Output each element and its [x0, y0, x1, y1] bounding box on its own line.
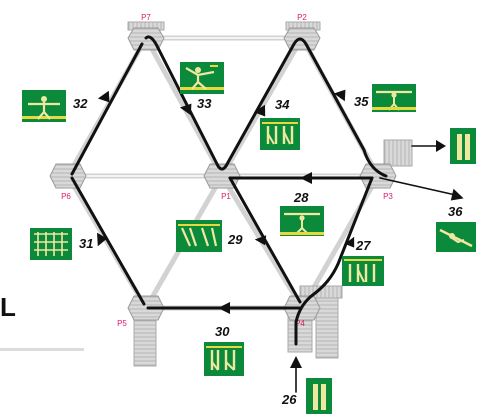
arrowhead-31	[97, 232, 108, 247]
arrowhead-27	[344, 236, 355, 248]
step-number-31: 31	[79, 236, 93, 251]
divider-rule	[0, 348, 84, 351]
step-number-29: 29	[227, 232, 243, 247]
step-number-33: 33	[197, 96, 212, 111]
arrowhead-35	[333, 89, 346, 102]
ladder-P3	[383, 139, 413, 167]
slide-down-sign	[436, 222, 476, 252]
route-segment-33	[144, 35, 228, 171]
route-arrowheads	[97, 89, 464, 368]
arrowhead-30	[218, 302, 230, 314]
node-label-p3: P3	[383, 192, 393, 201]
step-number-34: 34	[275, 97, 290, 112]
arrowhead-33	[179, 103, 192, 116]
node-label-p2: P2	[297, 13, 307, 22]
route-path	[70, 35, 461, 393]
doorway-sign-26	[306, 378, 332, 414]
arms-up-balance-sign	[180, 62, 224, 94]
section-letter: L	[0, 292, 16, 322]
arrowhead-29	[254, 235, 267, 246]
step-number-26: 26	[281, 392, 297, 407]
beam-highlight	[68, 37, 378, 177]
arrowhead-ladder	[436, 140, 446, 152]
step-number-30: 30	[215, 324, 230, 339]
step-number-28: 28	[293, 190, 309, 205]
platform-P6	[49, 163, 87, 189]
step-number-27: 27	[355, 238, 371, 253]
step-number-32: 32	[73, 96, 88, 111]
arrowhead-36	[450, 188, 464, 201]
sidewalk-balance-sign-28	[280, 206, 324, 236]
route-segment-36	[379, 177, 461, 197]
forward-weight-shift-sign	[260, 118, 300, 150]
forward-weight-shift-sign-27	[342, 256, 384, 286]
sidewalk-balance-sign	[372, 84, 416, 112]
node-label-p4: P4	[295, 319, 305, 328]
doorway-sign	[450, 128, 476, 164]
route-segment-32	[70, 42, 144, 176]
node-label-p7: P7	[141, 13, 151, 22]
forward-weight-shift-sign-29	[176, 220, 222, 252]
route-segment-26-27	[294, 176, 374, 346]
arrowhead-28	[300, 172, 312, 184]
arms-out-balance-sign	[22, 90, 66, 122]
step-number-35: 35	[354, 94, 369, 109]
route-segment-35	[304, 42, 388, 178]
arrowhead-34	[253, 104, 266, 117]
grid-panel-sign	[30, 228, 72, 260]
node-label-p5: P5	[117, 319, 127, 328]
node-label-p1: P1	[221, 192, 231, 201]
node-label-p6: P6	[61, 192, 71, 201]
platform-P5	[127, 295, 165, 321]
platform-P3	[359, 163, 397, 189]
stairs-P4-side	[315, 293, 339, 359]
backward-step-sign	[204, 342, 244, 376]
step-number-36: 36	[448, 204, 463, 219]
arrowhead-32	[97, 90, 110, 103]
route-segment-31	[70, 176, 146, 306]
arrowhead-start	[290, 356, 302, 368]
route-segment-34	[224, 37, 308, 168]
